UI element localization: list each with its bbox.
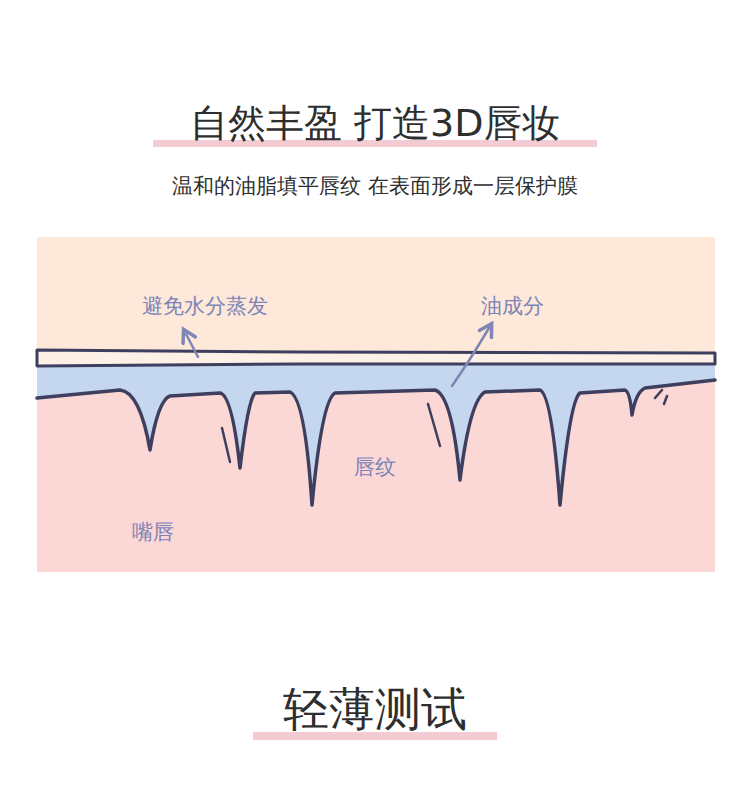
callout-label: 油成分 (481, 294, 544, 319)
section-heading: 轻薄测试 (283, 682, 467, 737)
subtitle: 温和的油脂填平唇纹 在表面形成一层保护膜 (172, 174, 578, 199)
page-title: 自然丰盈 打造3D唇妆 (190, 101, 560, 147)
region-label: 唇纹 (354, 455, 396, 480)
region-label: 嘴唇 (132, 520, 174, 545)
callout-label: 避免水分蒸发 (142, 294, 268, 319)
